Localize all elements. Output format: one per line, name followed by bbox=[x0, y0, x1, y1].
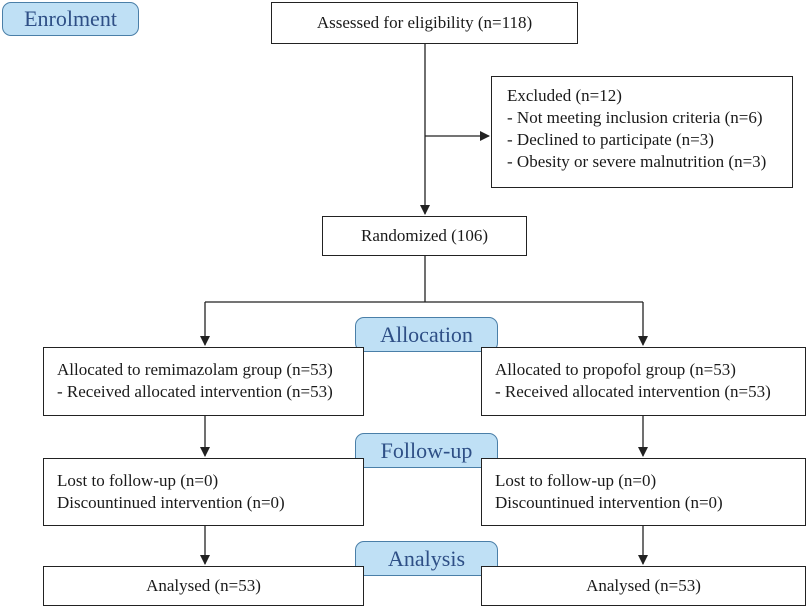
allocated-propofol-box: Allocated to propofol group (n=53) - Rec… bbox=[481, 347, 806, 416]
allocated-remimazolam-box: Allocated to remimazolam group (n=53) - … bbox=[43, 347, 364, 416]
stage-enrolment: Enrolment bbox=[2, 2, 139, 36]
allocated-right-line-2: - Received allocated intervention (n=53) bbox=[495, 382, 771, 401]
excluded-box: Excluded (n=12) - Not meeting inclusion … bbox=[491, 76, 793, 188]
analysed-remimazolam-box: Analysed (n=53) bbox=[43, 566, 364, 606]
stage-analysis-label: Analysis bbox=[388, 545, 465, 571]
analysed-propofol-box: Analysed (n=53) bbox=[481, 566, 806, 606]
stage-allocation: Allocation bbox=[355, 317, 498, 352]
assessed-text: Assessed for eligibility (n=118) bbox=[316, 13, 533, 32]
stage-followup-label: Follow-up bbox=[380, 437, 473, 463]
followup-right-line-1: Lost to follow-up (n=0) bbox=[495, 471, 657, 490]
excluded-line-1: Excluded (n=12) bbox=[507, 86, 622, 105]
assessed-box: Assessed for eligibility (n=118) bbox=[271, 2, 578, 44]
stage-followup: Follow-up bbox=[355, 433, 498, 468]
followup-left-line-2: Discountinued intervention (n=0) bbox=[57, 493, 285, 512]
followup-left-line-1: Lost to follow-up (n=0) bbox=[57, 471, 219, 490]
analysed-right-text: Analysed (n=53) bbox=[586, 576, 701, 595]
excluded-line-2: - Not meeting inclusion criteria (n=6) bbox=[507, 108, 763, 127]
followup-propofol-box: Lost to follow-up (n=0) Discountinued in… bbox=[481, 458, 806, 526]
excluded-line-3: - Declined to participate (n=3) bbox=[507, 130, 714, 149]
stage-analysis: Analysis bbox=[355, 541, 498, 576]
allocated-left-line-2: - Received allocated intervention (n=53) bbox=[57, 382, 333, 401]
allocated-right-line-1: Allocated to propofol group (n=53) bbox=[495, 360, 736, 379]
analysed-left-text: Analysed (n=53) bbox=[146, 576, 261, 595]
stage-allocation-label: Allocation bbox=[380, 321, 473, 347]
stage-enrolment-label: Enrolment bbox=[24, 6, 117, 31]
randomized-box: Randomized (106) bbox=[322, 216, 527, 256]
allocated-left-line-1: Allocated to remimazolam group (n=53) bbox=[57, 360, 333, 379]
followup-remimazolam-box: Lost to follow-up (n=0) Discountinued in… bbox=[43, 458, 364, 526]
excluded-line-4: - Obesity or severe malnutrition (n=3) bbox=[507, 152, 767, 171]
followup-right-line-2: Discountinued intervention (n=0) bbox=[495, 493, 723, 512]
randomized-text: Randomized (106) bbox=[361, 226, 488, 245]
